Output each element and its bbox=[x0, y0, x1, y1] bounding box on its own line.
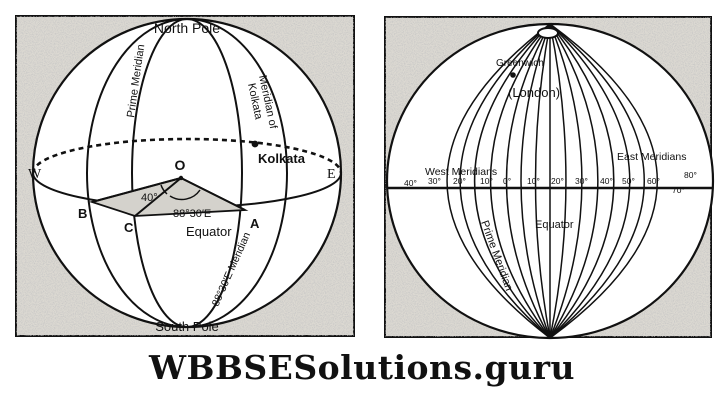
degree-label: 60° bbox=[647, 176, 660, 186]
label-kolkata: Kolkata bbox=[258, 151, 306, 166]
label-east-meridians: East Meridians bbox=[617, 151, 686, 163]
ray-oc bbox=[134, 177, 182, 217]
kolkata-dot bbox=[251, 140, 259, 148]
globe-diagrams: North Pole South Pole W E Prime Meridian… bbox=[15, 15, 715, 340]
label-angle-88: 88°30′E bbox=[173, 208, 211, 220]
meridian-line bbox=[505, 24, 551, 338]
label-point-c: C bbox=[124, 220, 134, 235]
meridian-line bbox=[549, 24, 567, 338]
degree-label: 30° bbox=[575, 176, 588, 186]
equator-back bbox=[33, 137, 341, 174]
label-london: (London) bbox=[508, 85, 560, 100]
meridian-line bbox=[549, 24, 615, 338]
degree-label: 10° bbox=[527, 176, 540, 186]
meridian-line bbox=[459, 24, 551, 338]
degree-label: 70° bbox=[672, 185, 685, 195]
greenwich-dot bbox=[510, 72, 516, 78]
meridian-line bbox=[549, 24, 583, 338]
meridian-inner bbox=[131, 19, 243, 327]
arc-88 bbox=[169, 189, 201, 201]
meridian-line bbox=[549, 24, 659, 338]
degree-label: 50° bbox=[622, 176, 635, 186]
label-south-pole: South Pole bbox=[155, 319, 219, 334]
degree-label: 20° bbox=[453, 176, 466, 186]
left-globe bbox=[31, 17, 343, 329]
label-north-pole: North Pole bbox=[154, 20, 220, 36]
degree-label: 0° bbox=[503, 176, 511, 186]
label-west: W bbox=[28, 167, 42, 182]
meridian-line bbox=[446, 24, 551, 338]
meridian-line bbox=[534, 24, 551, 338]
label-east: E bbox=[327, 167, 336, 182]
meridian-line bbox=[549, 24, 645, 338]
label-equator-right: Equator bbox=[535, 219, 574, 231]
left-panel: North Pole South Pole W E Prime Meridian… bbox=[15, 15, 355, 337]
label-angle-40: 40° bbox=[141, 192, 158, 204]
label-point-a: A bbox=[250, 216, 260, 231]
degree-label: 30° bbox=[428, 176, 441, 186]
center-dot bbox=[178, 175, 184, 181]
degree-label: 10° bbox=[480, 176, 493, 186]
arc-40 bbox=[160, 184, 168, 195]
degree-label: 40° bbox=[600, 176, 613, 186]
degree-label: 20° bbox=[551, 176, 564, 186]
degree-labels: 40° 30° 20° 10° 0° 10° 20° 30° 40° 50° 60° 70° 80° bbox=[404, 170, 697, 195]
degree-label: 80° bbox=[684, 170, 697, 180]
degree-label: 40° bbox=[404, 178, 417, 188]
meridian-line bbox=[473, 24, 551, 338]
label-west-meridians: West Meridians bbox=[425, 166, 497, 178]
ray-ob bbox=[91, 177, 182, 203]
ray-oa bbox=[180, 177, 246, 211]
meridian-line bbox=[549, 24, 631, 338]
meridian-line bbox=[520, 24, 551, 338]
label-equator-left: Equator bbox=[186, 224, 232, 239]
meridian-outer bbox=[86, 19, 288, 327]
label-point-b: B bbox=[78, 206, 87, 221]
label-center-o: O bbox=[175, 157, 186, 173]
meridian-line bbox=[549, 24, 599, 338]
right-panel: Greenwich (London) West Meridians East M… bbox=[384, 16, 715, 340]
meridian-line bbox=[489, 24, 551, 338]
right-meridians bbox=[446, 24, 659, 338]
pole-cap bbox=[537, 27, 559, 39]
site-watermark: WBBSESolutions.guru bbox=[149, 348, 575, 387]
label-greenwich: Greenwich bbox=[496, 58, 544, 69]
